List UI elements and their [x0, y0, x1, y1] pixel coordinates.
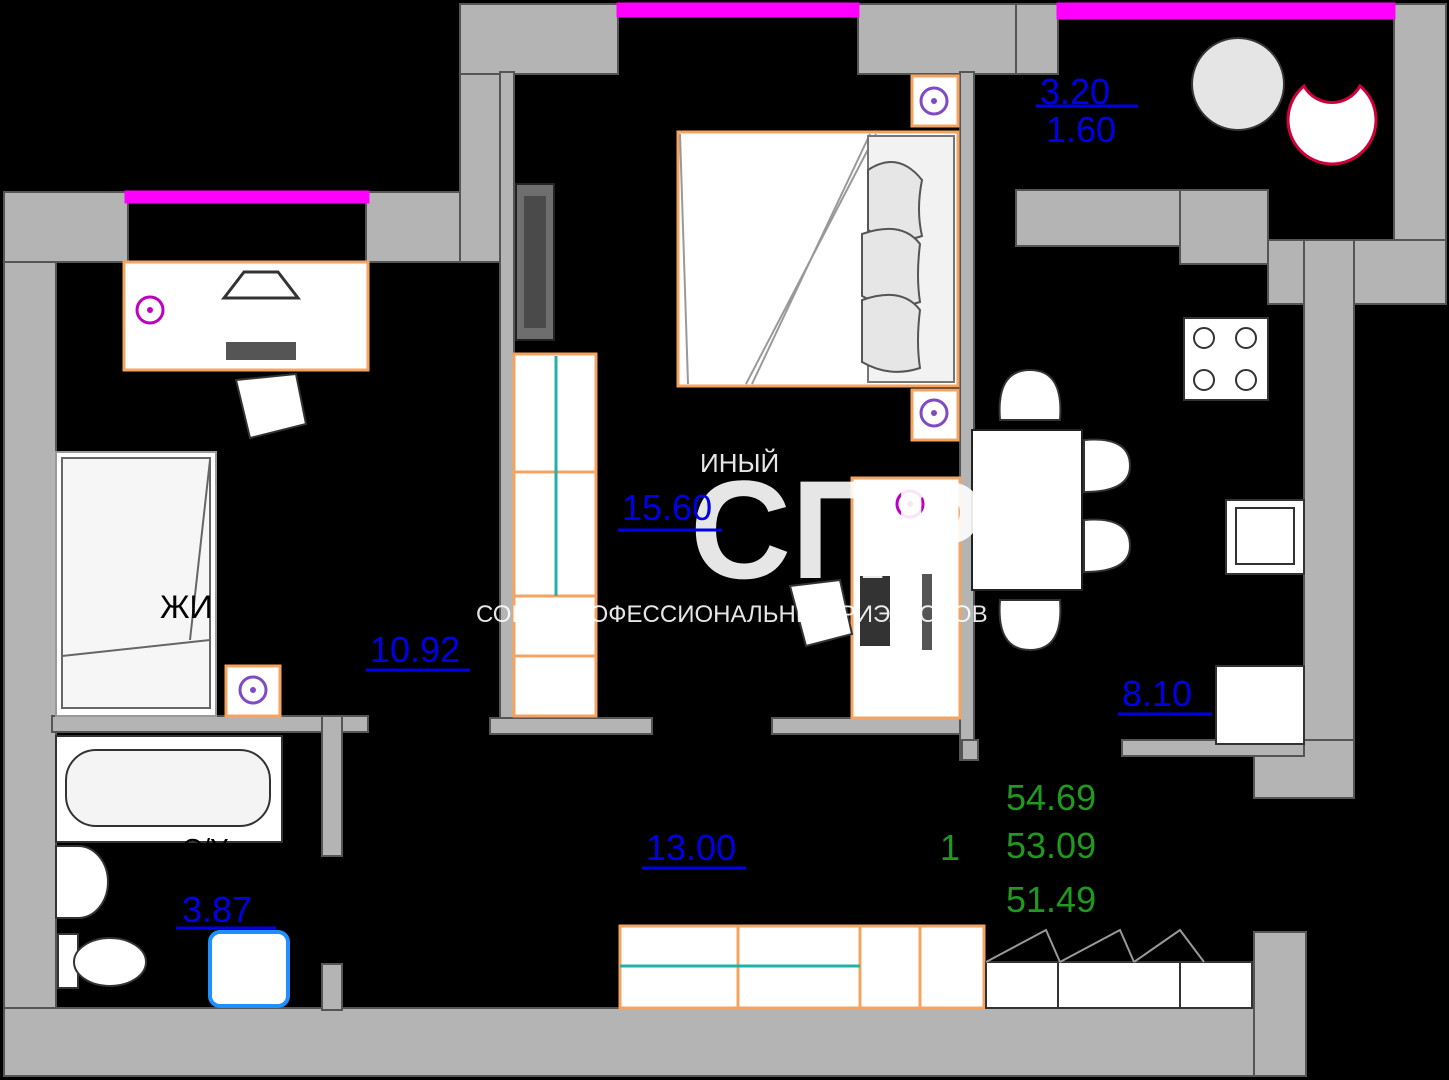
nightstand-living — [224, 664, 282, 718]
watermark-subtitle: СОЮЗ ПРОФЕССИОНАЛЬНЫХ РИЭЛТОРОВ — [476, 601, 988, 628]
wardrobe-bedroom — [512, 352, 598, 718]
sofa-living — [55, 451, 217, 717]
bed — [676, 130, 960, 388]
total-area-reduced: 53.09 — [1006, 825, 1096, 866]
living-area: 10.92 — [370, 629, 460, 670]
sink — [1225, 499, 1305, 575]
watermark: СПР СОЮЗ ПРОФЕССИОНАЛЬНЫХ РИЭЛТОРОВ ИНЫЙ — [476, 448, 988, 628]
bathroom-area: 3.87 — [182, 889, 252, 930]
watermark-logo: СПР — [690, 451, 985, 608]
stove — [1183, 317, 1269, 401]
washbasin — [55, 845, 109, 919]
dining-table — [971, 368, 1132, 652]
total-area: 54.69 — [1006, 777, 1096, 818]
living-label: ЖИ — [160, 589, 213, 625]
toilet — [57, 933, 147, 989]
nightstand-top — [910, 74, 960, 128]
loggia-area-inner: 1.60 — [1046, 109, 1116, 150]
bathroom-label: С/У — [182, 833, 228, 864]
kitchen-area: 8.10 — [1122, 673, 1192, 714]
chair-living — [234, 372, 308, 440]
living-total: 51.49 — [1006, 879, 1096, 920]
chair-bedroom — [788, 578, 854, 648]
nightstand-bottom — [910, 388, 960, 442]
bedroom-area: 15.60 — [622, 487, 712, 528]
windows — [124, 2, 1396, 204]
tv-stand — [515, 183, 555, 341]
watermark-small: ИНЫЙ — [700, 448, 779, 478]
hall-area: 13.00 — [646, 827, 736, 868]
loggia-table — [1191, 37, 1378, 166]
washing-machine — [208, 930, 290, 1008]
desk-bedroom — [850, 476, 962, 720]
desk-living — [122, 260, 370, 372]
rooms-count: 1 — [940, 827, 960, 868]
fridge — [1215, 665, 1305, 745]
wardrobe-hall — [618, 924, 986, 1010]
shoe-cabinet — [985, 928, 1253, 1009]
bathtub — [55, 735, 283, 843]
